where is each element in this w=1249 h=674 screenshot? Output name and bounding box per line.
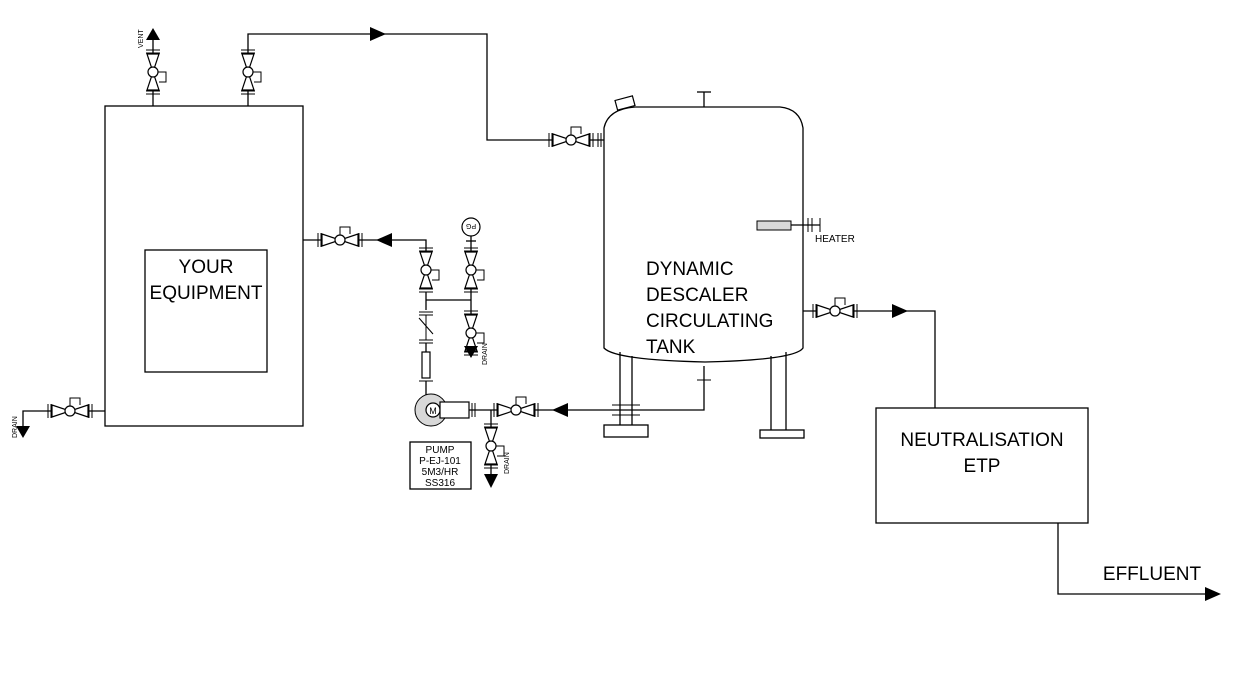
heater: HEATER xyxy=(756,218,855,245)
discharge-drain-label: DRAIN xyxy=(482,343,489,365)
motor-label: M xyxy=(429,406,437,416)
equipment-label-line1: YOUR xyxy=(179,257,234,278)
heater-label: HEATER xyxy=(815,234,855,245)
tank-outlet-line xyxy=(803,297,936,408)
tank-label-line2: DESCALER xyxy=(646,285,748,306)
effluent-label: EFFLUENT xyxy=(1103,564,1202,585)
pump-discharge-manifold: DRAIN xyxy=(418,247,489,396)
pump-p-ej-101: M PUMP P-EJ-101 5M3/HR SS316 xyxy=(409,393,472,490)
neutral-label-line2: ETP xyxy=(964,456,1001,477)
effluent-line: EFFLUENT xyxy=(1057,523,1221,601)
tank-label-line4: TANK xyxy=(646,337,696,358)
suction-drain-label: DRAIN xyxy=(504,452,511,474)
equipment-drain-label: DRAIN xyxy=(12,416,19,438)
supply-line-to-equipment xyxy=(303,226,427,262)
circulating-tank: DYNAMIC DESCALER CIRCULATING TANK xyxy=(597,91,805,439)
equipment-label-line2: EQUIPMENT xyxy=(150,283,263,304)
pump-suction-line: DRAIN xyxy=(469,366,711,488)
pump-label-line4: SS316 xyxy=(425,478,455,489)
neutral-label-line1: NEUTRALISATION xyxy=(900,430,1063,451)
return-line-to-tank xyxy=(240,27,604,148)
vent-line: VENT xyxy=(138,28,167,106)
pump-label-line1: PUMP xyxy=(426,445,455,456)
tank-label-line3: CIRCULATING xyxy=(646,311,773,332)
neutralisation-etp: NEUTRALISATION ETP xyxy=(875,407,1089,524)
vent-label: VENT xyxy=(138,29,145,48)
pump-label-line2: P-EJ-101 xyxy=(419,456,461,467)
pressure-gauge-label: PG xyxy=(466,222,476,229)
pump-label-line3: 5M3/HR xyxy=(422,467,459,478)
pressure-gauge: PG xyxy=(461,217,481,248)
tank-label-line1: DYNAMIC xyxy=(646,259,734,280)
equipment-vessel: YOUR EQUIPMENT xyxy=(104,105,304,427)
equipment-drain-line: DRAIN xyxy=(12,397,105,438)
